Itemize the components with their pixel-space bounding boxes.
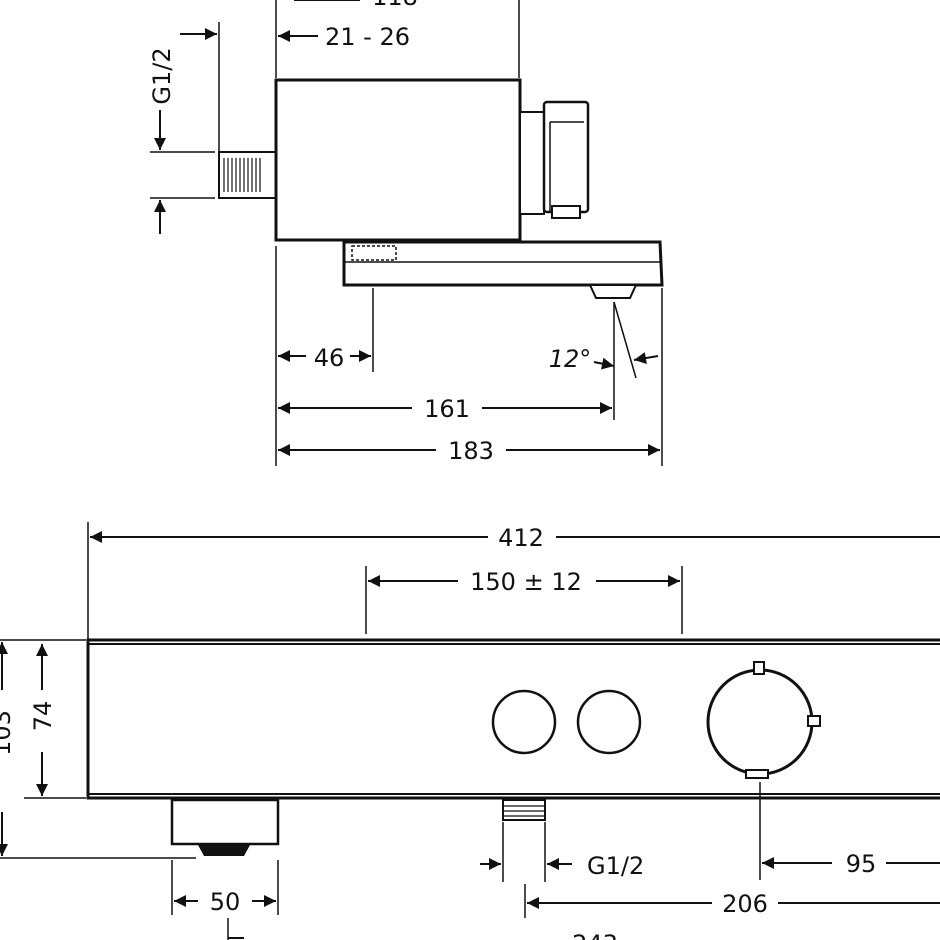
dim-g12-side-label: G1/2	[148, 47, 176, 104]
dim-161-label: 161	[424, 395, 470, 423]
dim-95-label: 95	[846, 850, 877, 878]
side-view: 118 21 - 26 G1/2	[148, 0, 664, 466]
dimension-206: 206	[524, 884, 940, 918]
push-button-right	[576, 689, 642, 755]
dimension-118: 118	[275, 0, 520, 78]
dimension-50: 50	[171, 860, 279, 940]
dimension-183: 183	[278, 437, 660, 465]
dimension-161: 161	[278, 395, 612, 423]
dimension-g12-front: G1/2	[480, 822, 644, 882]
dim-angle-label: 12°	[549, 345, 592, 373]
thermostat-knob-front	[706, 661, 821, 779]
dimension-412: 412	[87, 522, 940, 640]
dim-243-label: 243	[572, 930, 618, 940]
dim-21-26-label: 21 - 26	[325, 23, 410, 51]
spout-side	[342, 240, 664, 299]
dim-g12-front-label: G1/2	[587, 852, 644, 880]
dimension-95: 95	[759, 782, 940, 880]
dim-206-label: 206	[722, 890, 768, 918]
dim-183-label: 183	[448, 437, 494, 465]
threaded-outlet	[502, 799, 546, 821]
dimension-103: 103	[0, 639, 196, 859]
dim-412-label: 412	[498, 524, 544, 552]
dim-103-label: 103	[0, 710, 16, 756]
dimension-angle: 12°	[549, 288, 663, 466]
dimension-21-26: 21 - 26	[278, 23, 410, 51]
dim-50-label: 50	[210, 888, 241, 916]
threaded-inlet	[218, 151, 277, 199]
dimension-74: 74	[24, 644, 86, 799]
dim-118-label: 118	[372, 0, 418, 11]
thermostat-knob-side	[519, 100, 590, 219]
dimension-g12-side: G1/2	[148, 22, 220, 234]
dim-74-label: 74	[29, 701, 57, 732]
front-view: 412 150 ± 12	[0, 522, 940, 940]
dim-46-label: 46	[314, 344, 345, 372]
dimension-150: 150 ± 12	[365, 566, 683, 634]
dim-150-label: 150 ± 12	[470, 568, 582, 596]
mixer-body-side	[274, 78, 522, 242]
dimension-46: 46	[275, 246, 374, 466]
spout-front	[170, 798, 280, 856]
push-button-left	[491, 689, 557, 755]
